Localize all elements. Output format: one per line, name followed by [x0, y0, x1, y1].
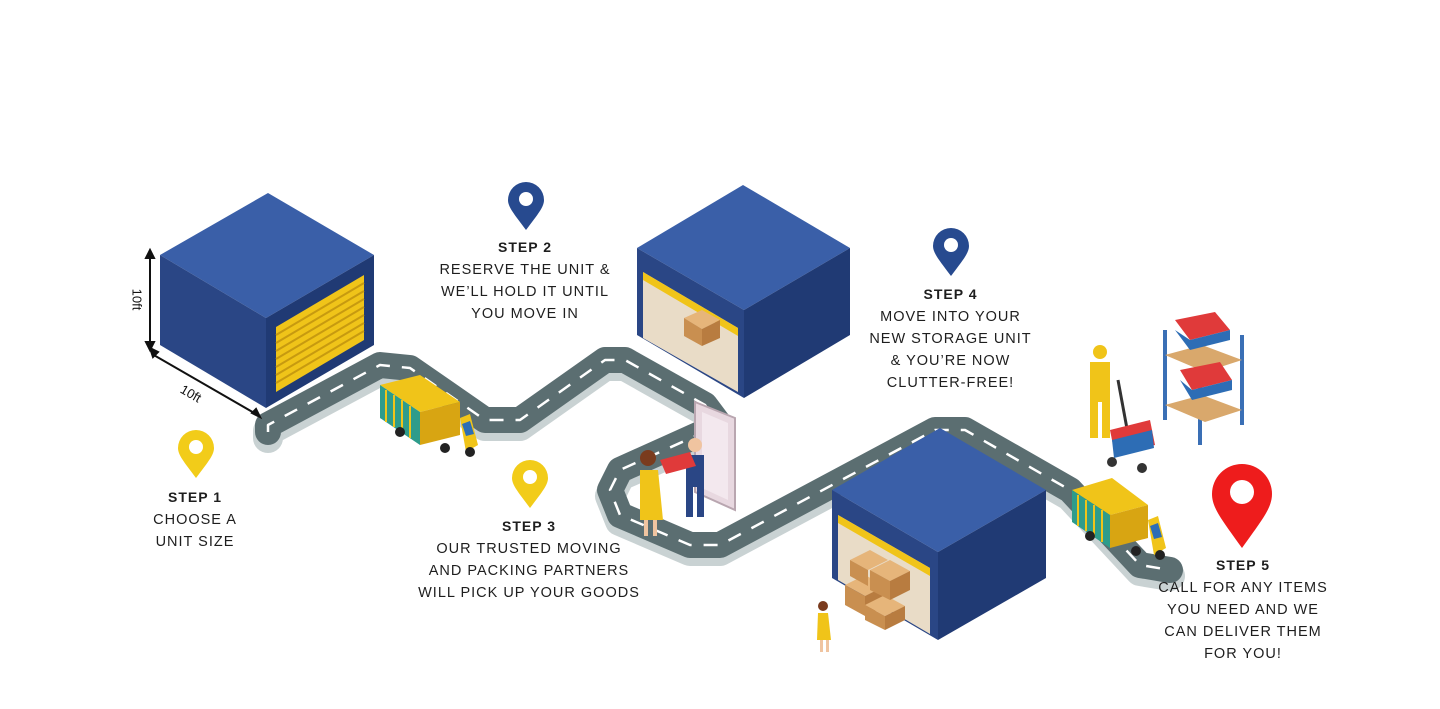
height-dimension [144, 247, 156, 353]
step-4-line: MOVE INTO YOUR [880, 309, 1021, 325]
step-3-pin [512, 460, 548, 508]
step-1-text: STEP 1 CHOOSE A UNIT SIZE [130, 489, 260, 553]
step-5-line: CALL FOR ANY ITEMS [1158, 580, 1328, 596]
woman-figure [640, 450, 663, 536]
step-1-pin [178, 430, 214, 478]
moving-truck-1 [380, 375, 478, 457]
step-5-line: FOR YOU! [1204, 646, 1282, 662]
step-4-line: NEW STORAGE UNIT [869, 331, 1032, 347]
step-3-line: AND PACKING PARTNERS [428, 563, 630, 579]
hand-trolley [1107, 379, 1155, 473]
step-4-line: & YOU’RE NOW [890, 353, 1011, 369]
step-3-line: WILL PICK UP YOUR GOODS [418, 585, 640, 601]
step-2-title: STEP 2 [498, 239, 552, 255]
step-4-text: STEP 4 MOVE INTO YOUR NEW STORAGE UNIT &… [858, 286, 1043, 394]
step-2-pin [508, 182, 544, 230]
step-5-title: STEP 5 [1216, 557, 1270, 573]
step-3-text: STEP 3 OUR TRUSTED MOVING AND PACKING PA… [404, 518, 654, 604]
step-1-title: STEP 1 [168, 489, 222, 505]
worker-figure [1090, 345, 1110, 438]
step-4-line: CLUTTER-FREE! [886, 375, 1015, 391]
step-1-line: UNIT SIZE [155, 534, 235, 550]
step-5-pin [1212, 464, 1272, 548]
cardboard-boxes [845, 550, 910, 630]
step-3-title: STEP 3 [502, 518, 556, 534]
step-4-pin [933, 228, 969, 276]
step-5-text: STEP 5 CALL FOR ANY ITEMS YOU NEED AND W… [1148, 557, 1338, 665]
step-2-line: YOU MOVE IN [471, 306, 579, 322]
moving-truck-2 [1072, 478, 1166, 560]
step-2-text: STEP 2 RESERVE THE UNIT & WE’LL HOLD IT … [425, 239, 625, 325]
step-4-title: STEP 4 [923, 286, 978, 302]
house-door [694, 400, 736, 512]
step-5-line: YOU NEED AND WE [1167, 602, 1319, 618]
height-label: 10ft [129, 288, 145, 311]
step-2-line: WE’LL HOLD IT UNTIL [440, 284, 610, 300]
step-5-line: CAN DELIVER THEM [1164, 624, 1322, 640]
step-2-line: RESERVE THE UNIT & [439, 262, 611, 278]
mover-figure [660, 438, 704, 517]
child-figure [817, 601, 831, 652]
storage-shelf [1163, 312, 1244, 445]
storage-unit-3 [832, 428, 1046, 640]
storage-unit-2 [637, 185, 850, 398]
storage-unit-1 [160, 193, 374, 408]
step-1-line: CHOOSE A [153, 512, 237, 528]
step-3-line: OUR TRUSTED MOVING [436, 541, 622, 557]
width-dimension [148, 346, 263, 420]
